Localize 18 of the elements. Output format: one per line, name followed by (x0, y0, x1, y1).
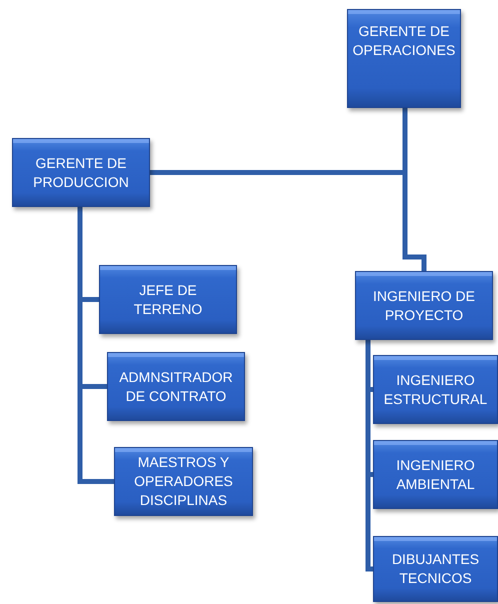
role-title: INGENIERO AMBIENTAL (395, 456, 476, 494)
org-chart-box (373, 536, 498, 602)
org-chart-box (114, 447, 253, 516)
org-chart-box (107, 352, 245, 421)
role-title: INGENIERO DE PROYECTO (372, 286, 476, 324)
org-chart-box (373, 440, 498, 509)
org-chart-box (99, 265, 237, 334)
org-chart-box (355, 271, 493, 340)
role-title: ADMNSITRADOR DE CONTRATO (118, 368, 234, 406)
role-title: MAESTROS Y OPERADORES DISCIPLINAS (133, 453, 234, 510)
role-title: JEFE DE TERRENO (132, 280, 204, 318)
role-title: GERENTE DE PRODUCCION (32, 154, 130, 192)
org-chart-box (12, 138, 150, 207)
role-title: GERENTE DE OPERACIONES (352, 22, 456, 60)
org-chart-box (347, 9, 461, 108)
org-chart-box (373, 355, 498, 424)
role-title: DIBUJANTES TECNICOS (390, 550, 480, 588)
role-title: INGENIERO ESTRUCTURAL (382, 370, 488, 408)
